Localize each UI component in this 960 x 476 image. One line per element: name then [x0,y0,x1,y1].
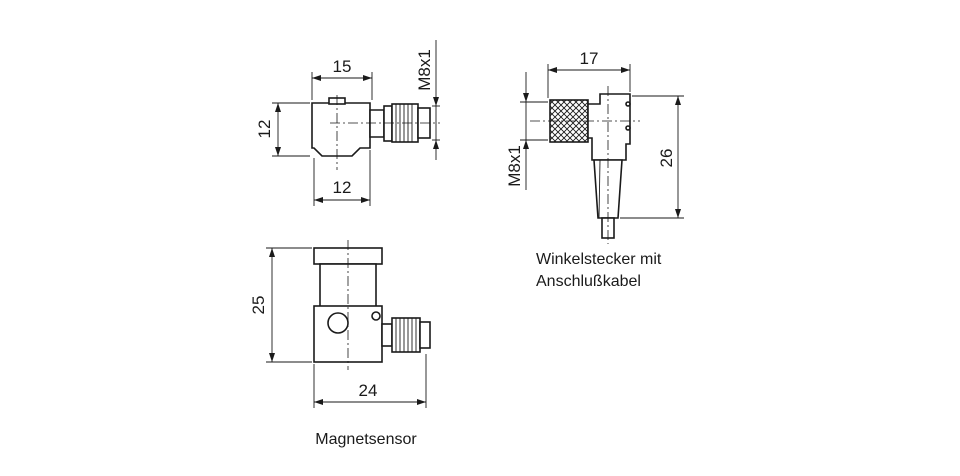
magnet-sensor-connector [381,317,431,353]
top-sensor-height-dimension: 12 [255,120,274,139]
screw [371,311,381,321]
magnet-sensor-height-dimension: 25 [249,296,268,315]
top-sensor-body [311,102,371,157]
magnet-sensor-caption: Magnetsensor [315,431,417,448]
top-sensor-thread-dimension: M8x1 [415,49,434,91]
connector-housing [587,93,631,161]
magnet-sensor-width-dimension: 24 [359,381,378,400]
angle-connector-view: 17 26 M8x1 Winkelstecker mit Anschlußkab… [505,49,684,290]
connector-height-dimension: 26 [657,149,676,168]
housing-dot [625,125,631,131]
connector-caption-line1: Winkelstecker mit [536,251,662,268]
housing-dot [625,101,631,107]
mounting-hole [327,312,349,334]
top-sensor-view: 15 12 12 M8x1 [255,40,440,206]
top-sensor-base-dimension: 12 [333,178,352,197]
connector-caption-line2: Anschlußkabel [536,273,641,290]
magnet-sensor-view: 25 24 Magnetsensor [249,240,431,448]
connector-thread-dimension: M8x1 [505,145,524,187]
top-sensor-width-dimension: 15 [333,57,352,76]
connector-width-dimension: 17 [580,49,599,68]
